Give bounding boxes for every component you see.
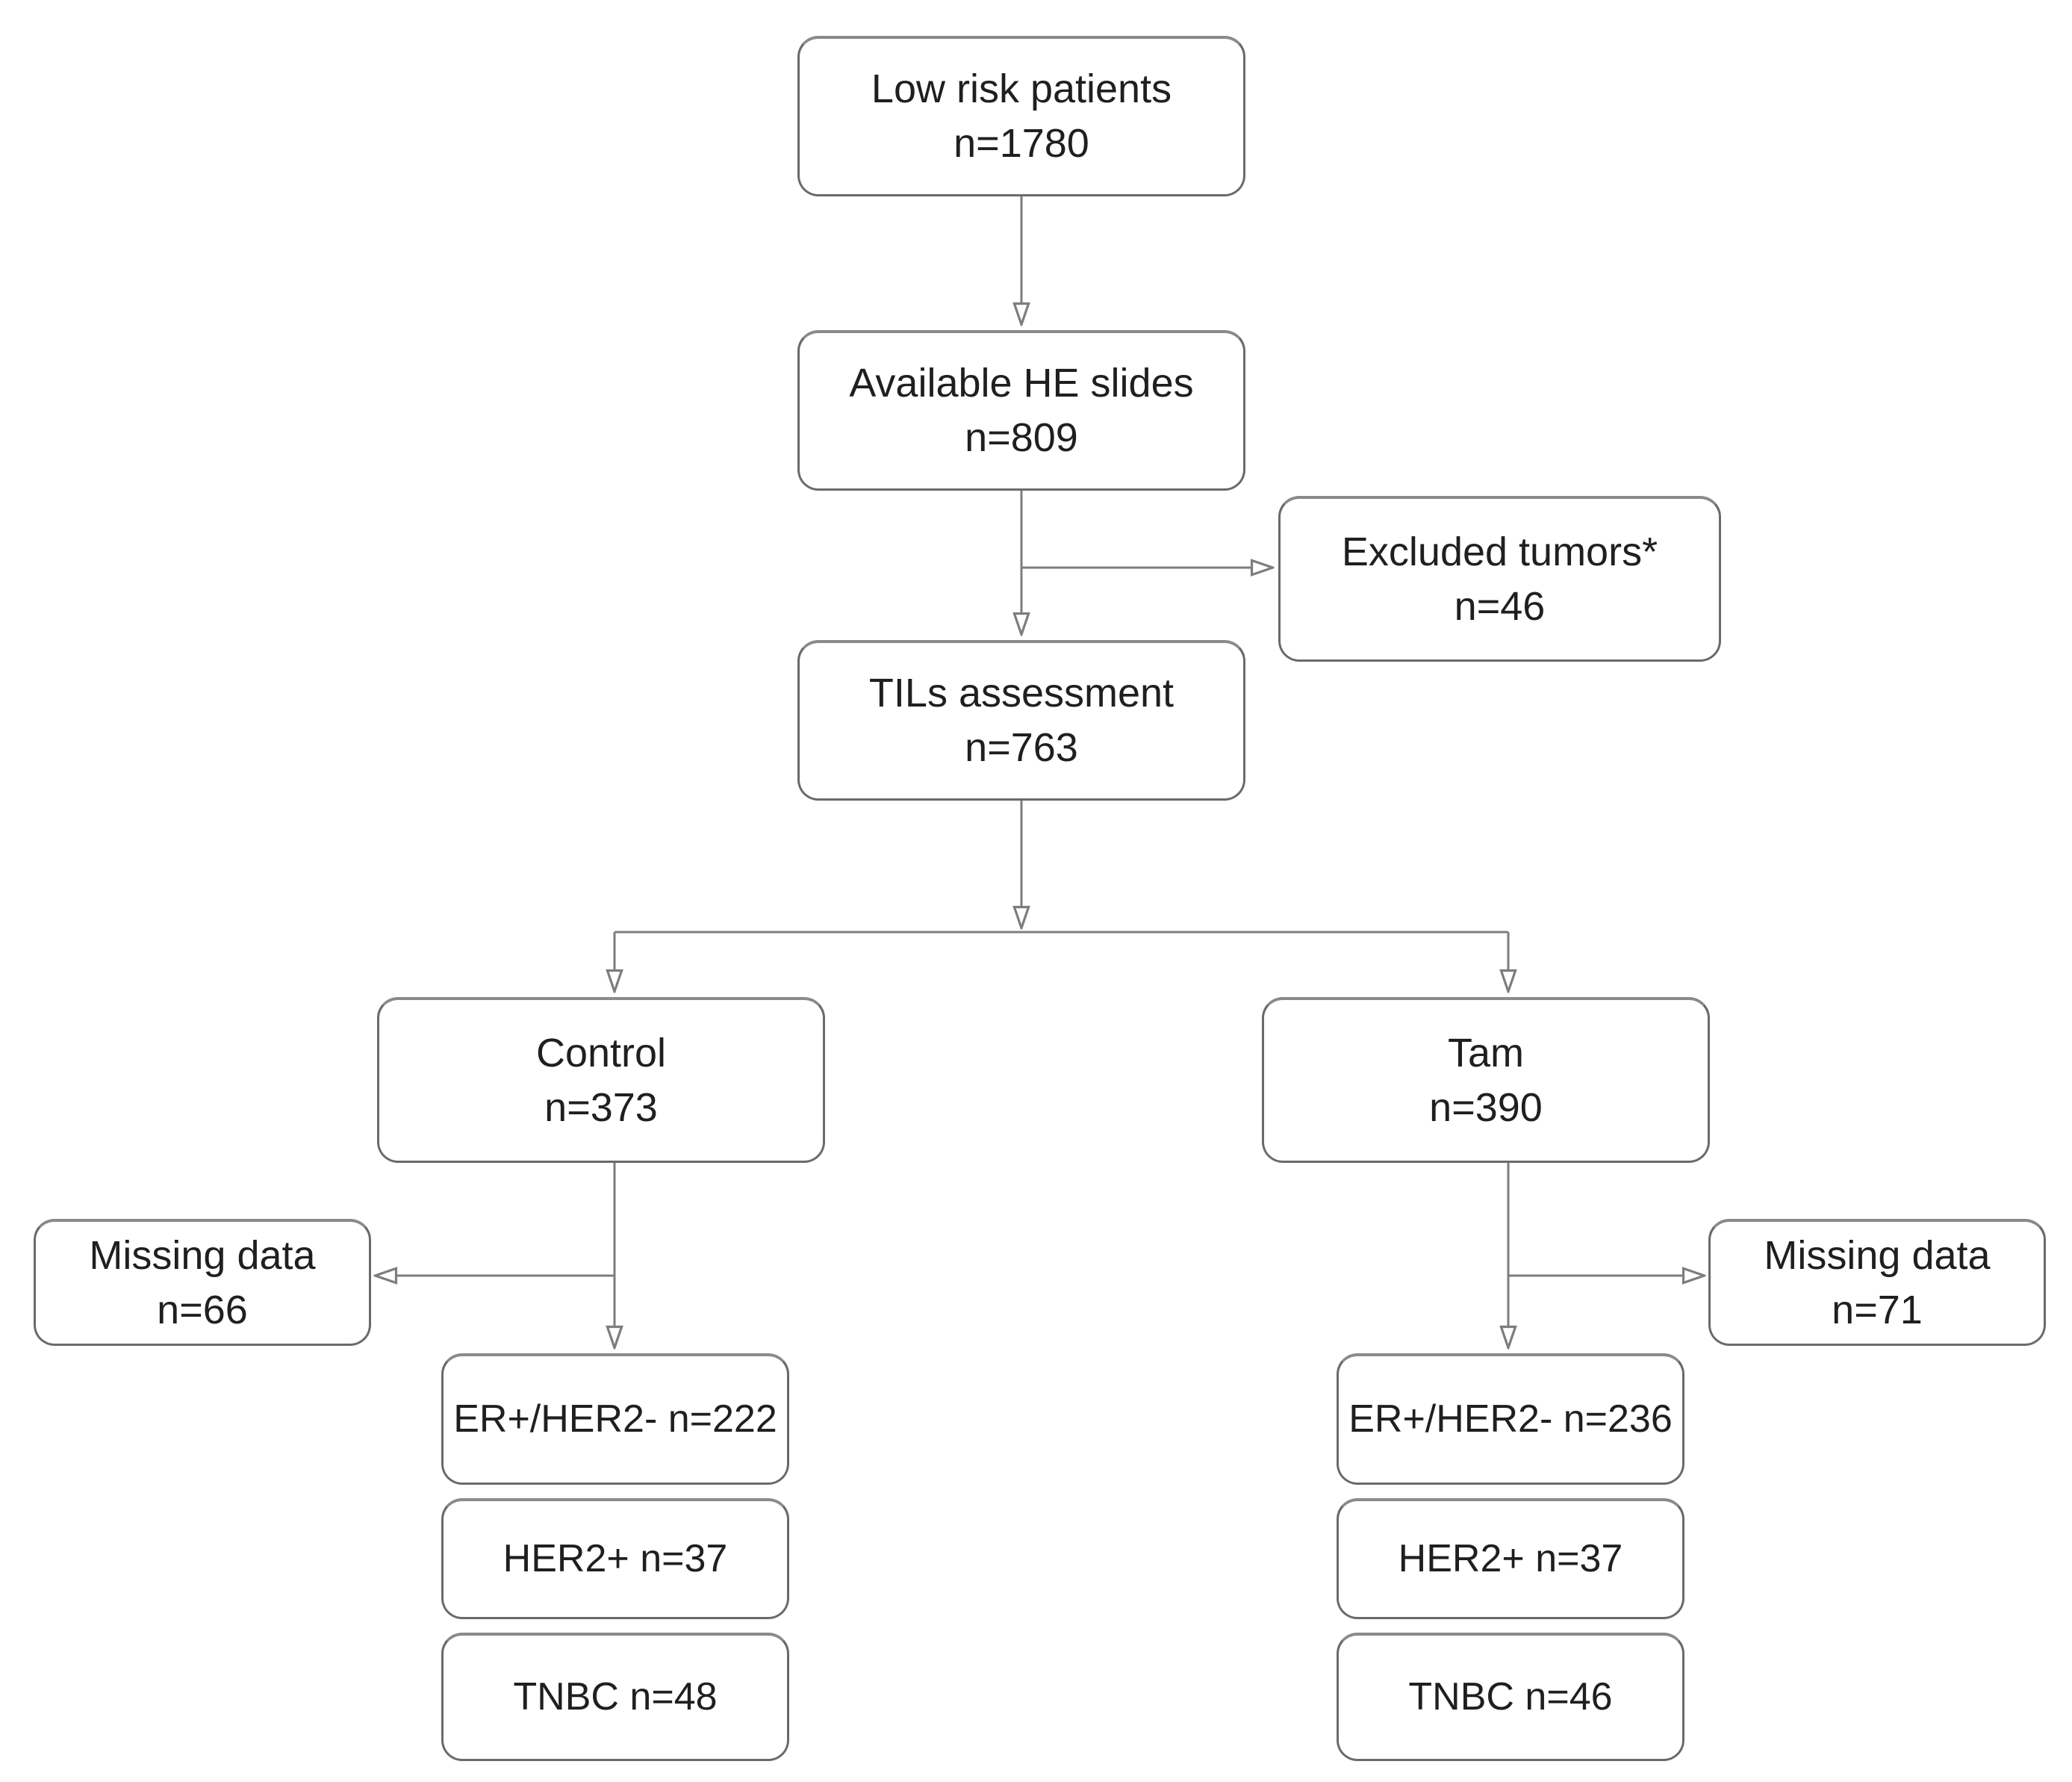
node-available-he-count: n=809 [965, 415, 1078, 460]
node-tnbc-control: TNBC n=48 [441, 1633, 789, 1761]
node-her2pos-tam: HER2+ n=37 [1337, 1498, 1684, 1619]
node-missing-data-tam: Missing data n=71 [1708, 1219, 2046, 1346]
node-tils-count: n=763 [965, 725, 1078, 770]
node-er-her2neg-control: ER+/HER2- n=222 [441, 1353, 789, 1485]
node-excluded-tumors: Excluded tumors* n=46 [1278, 496, 1721, 662]
node-missing-data-control: Missing data n=66 [34, 1219, 371, 1346]
node-tam-label: Tam [1447, 1030, 1524, 1075]
node-tnbc-tam-label: TNBC n=46 [1408, 1675, 1613, 1719]
node-missing-tam-label: Missing data [1764, 1232, 1991, 1278]
node-er-her2neg-tam: ER+/HER2- n=236 [1337, 1353, 1684, 1485]
node-control-label: Control [535, 1030, 667, 1075]
node-er-tam-label: ER+/HER2- n=236 [1348, 1397, 1673, 1441]
node-missing-control-label: Missing data [89, 1232, 316, 1278]
node-missing-tam-count: n=71 [1832, 1287, 1923, 1332]
node-er-control-label: ER+/HER2- n=222 [453, 1397, 777, 1441]
node-her2pos-control: HER2+ n=37 [441, 1498, 789, 1619]
node-tnbc-control-label: TNBC n=48 [513, 1675, 718, 1719]
node-control-arm: Control n=373 [377, 997, 825, 1163]
node-tam-arm: Tam n=390 [1262, 997, 1710, 1163]
node-her2-control-label: HER2+ n=37 [503, 1537, 728, 1581]
node-low-risk-count: n=1780 [953, 121, 1089, 166]
node-her2-tam-label: HER2+ n=37 [1398, 1537, 1623, 1581]
node-missing-control-count: n=66 [157, 1287, 248, 1332]
node-excluded-count: n=46 [1454, 583, 1546, 629]
node-tils-label: TILs assessment [868, 671, 1175, 716]
node-tam-count: n=390 [1429, 1084, 1543, 1130]
node-low-risk-label: Low risk patients [871, 66, 1172, 112]
node-excluded-label: Excluded tumors* [1341, 529, 1658, 574]
node-available-he-label: Available HE slides [849, 361, 1194, 406]
node-available-he-slides: Available HE slides n=809 [797, 330, 1245, 491]
node-control-count: n=373 [544, 1084, 658, 1130]
node-tnbc-tam: TNBC n=46 [1337, 1633, 1684, 1761]
node-tils-assessment: TILs assessment n=763 [797, 640, 1245, 801]
node-low-risk-patients: Low risk patients n=1780 [797, 36, 1245, 196]
